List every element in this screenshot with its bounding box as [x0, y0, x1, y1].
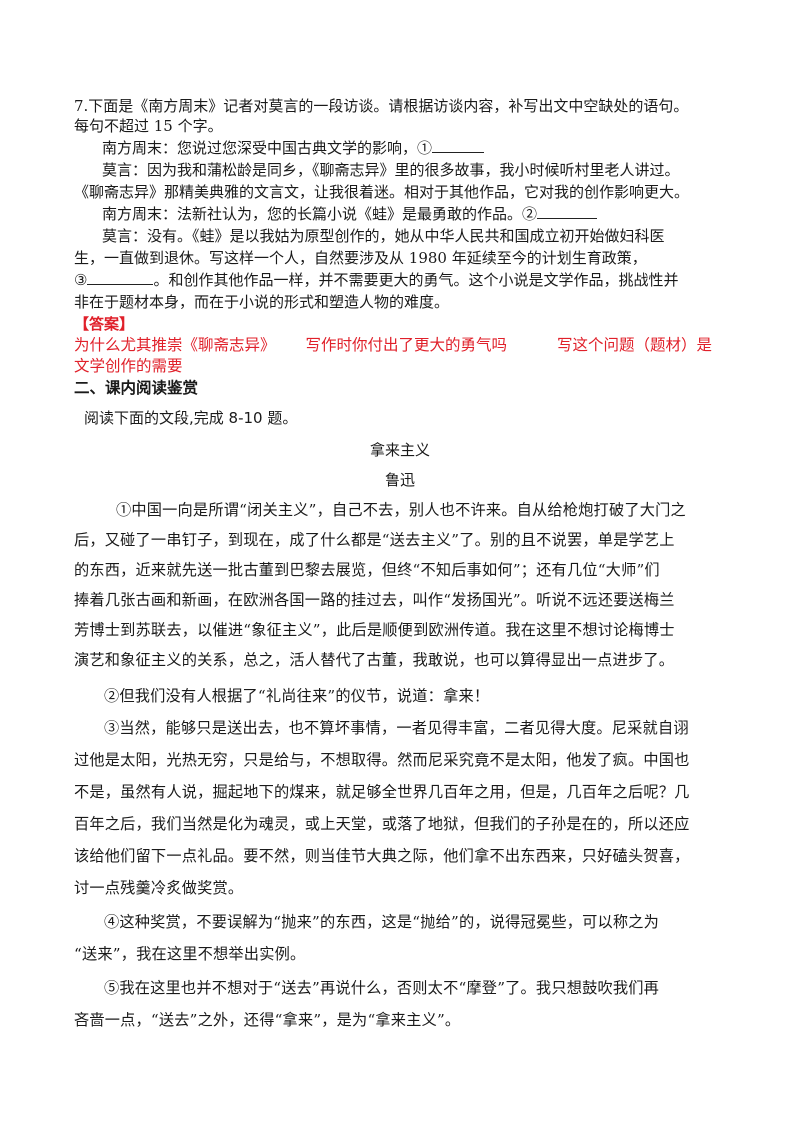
interview-text: 南方周末：法新社认为，您的长篇小说《蛙》是最勇敢的作品。: [102, 205, 523, 223]
question-7-line-1: 7.下面是《南方周末》记者对莫言的一段访谈。请根据访谈内容，补写出文中空缺处的语…: [74, 97, 689, 115]
question-7-line-2: 每句不超过 15 个字。: [74, 117, 223, 135]
paragraph-1-line-3: 的东西，近来就先送一批古董到巴黎去展览，但终“不知后事如何”；还有几位“大师”们: [74, 561, 660, 579]
answer-line-2: 文学创作的需要: [74, 357, 183, 375]
section-heading: 二、课内阅读鉴赏: [74, 379, 199, 397]
article-author: 鲁迅: [384, 471, 415, 489]
interview-line-moyan-6: 非在于题材本身，而在于小说的形式和塑造人物的难度。: [74, 293, 450, 311]
blank-1[interactable]: [432, 138, 485, 153]
paragraph-5-line-1: ⑤我在这里也并不想对于“送去”再说什么，否则太不“摩登”了。我只想鼓吹我们再: [104, 979, 660, 997]
paragraph-1-line-6: 演艺和象征主义的关系，总之，活人替代了古董，我敢说，也可以算得显出一点进步了。: [74, 651, 675, 669]
paragraph-3-line-6: 讨一点残羹冷炙做奖赏。: [74, 879, 244, 897]
interview-line-moyan-4: 生，一直做到退休。写这样一个人，自然要涉及从 1980 年延续至今的计划生育政策…: [74, 249, 647, 267]
article-title: 拿来主义: [369, 441, 430, 459]
blank-marker-2: ②: [522, 205, 538, 223]
blank-marker-3: ③: [74, 271, 88, 289]
paragraph-3-line-1: ③当然，能够只是送出去，也不算坏事情，一者见得丰富，二者见得大度。尼采就自诩: [104, 719, 689, 737]
paragraph-4-line-1: ④这种奖赏，不要误解为“抛来”的东西，这是“抛给”的，说得冠冕些，可以称之为: [104, 913, 660, 931]
paragraph-3-line-4: 百年之后，我们当然是化为魂灵，或上天堂，或落了地狱，但我们的子孙是在的，所以还应: [74, 815, 690, 833]
blank-3[interactable]: [87, 270, 154, 285]
interview-text: 南方周末：您说过您深受中国古典文学的影响，: [102, 139, 418, 157]
paragraph-3-line-3: 不是，虽然有人说，掘起地下的煤来，就足够全世界几百年之用，但是，几百年之后呢？几: [74, 783, 690, 801]
paragraph-1-line-2: 后，又碰了一串钉子，到现在，成了什么都是“送去主义”了。别的且不说罢，单是学艺上: [74, 531, 675, 549]
paragraph-4-line-2: “送来”，我在这里不想举出实例。: [74, 945, 306, 963]
interview-line-southern-weekly-2: 南方周末：法新社认为，您的长篇小说《蛙》是最勇敢的作品。②: [102, 204, 598, 224]
paragraph-3-line-2: 过他是太阳，光热无穷，只是给与，不想取得。然而尼采究竟不是太阳，他发了疯。中国也: [74, 751, 690, 769]
paragraph-1-line-5: 芳博士到苏联去，以催进“象征主义”，此后是顺便到欧洲传道。我在这里不想讨论梅博士: [74, 621, 675, 639]
answer-2: 写作时你付出了更大的勇气吗: [305, 336, 508, 354]
paragraph-5-line-2: 吝啬一点，“送去”之外，还得“拿来”，是为“拿来主义”。: [74, 1011, 461, 1029]
paragraph-1-line-4: 捧着几张古画和新画，在欧洲各国一路的挂过去，叫作“发扬国光”。听说不远还要送梅兰: [74, 591, 675, 609]
blank-marker-1: ①: [417, 139, 433, 157]
interview-line-moyan-3: 莫言：没有。《蛙》是以我姑为原型创作的，她从中华人民共和国成立初开始做妇科医: [102, 227, 665, 245]
answer-3: 写这个问题（题材）是: [557, 336, 713, 354]
interview-text: 。和创作其他作品一样，并不需要更大的勇气。这个小说是文学作品，挑战性并: [153, 271, 679, 289]
paragraph-1-line-1: ①中国一向是所谓“闭关主义”，自己不去，别人也不许来。自从给枪炮打破了大门之: [116, 501, 686, 519]
blank-2[interactable]: [537, 204, 598, 219]
paragraph-3-line-5: 该给他们留下一点礼品。要不然，则当佳节大典之际，他们拿不出东西来，只好磕头贺喜，: [74, 847, 690, 865]
answer-line-1: 为什么尤其推崇《聊斋志异》 写作时你付出了更大的勇气吗 写这个问题（题材）是: [74, 335, 712, 355]
paragraph-2: ②但我们没有人根据了“礼尚往来”的仪节，说道：拿来！: [104, 687, 490, 705]
interview-line-moyan-5: ③ 。和创作其他作品一样，并不需要更大的勇气。这个小说是文学作品，挑战性并: [74, 270, 678, 290]
reading-prompt: 阅读下面的文段,完成 8-10 题。: [84, 409, 298, 427]
interview-line-moyan-2: 《聊斋志异》那精美典雅的文言文，让我很着迷。相对于其他作品，它对我的创作影响更大…: [74, 183, 690, 201]
answer-label: 【答案】: [74, 315, 135, 333]
answer-1: 为什么尤其推崇《聊斋志异》: [74, 336, 276, 354]
interview-line-southern-weekly-1: 南方周末：您说过您深受中国古典文学的影响，①: [102, 138, 485, 158]
interview-line-moyan-1: 莫言：因为我和蒲松龄是同乡，《聊斋志异》里的很多故事，我小时候听村里老人讲过。: [102, 161, 680, 179]
